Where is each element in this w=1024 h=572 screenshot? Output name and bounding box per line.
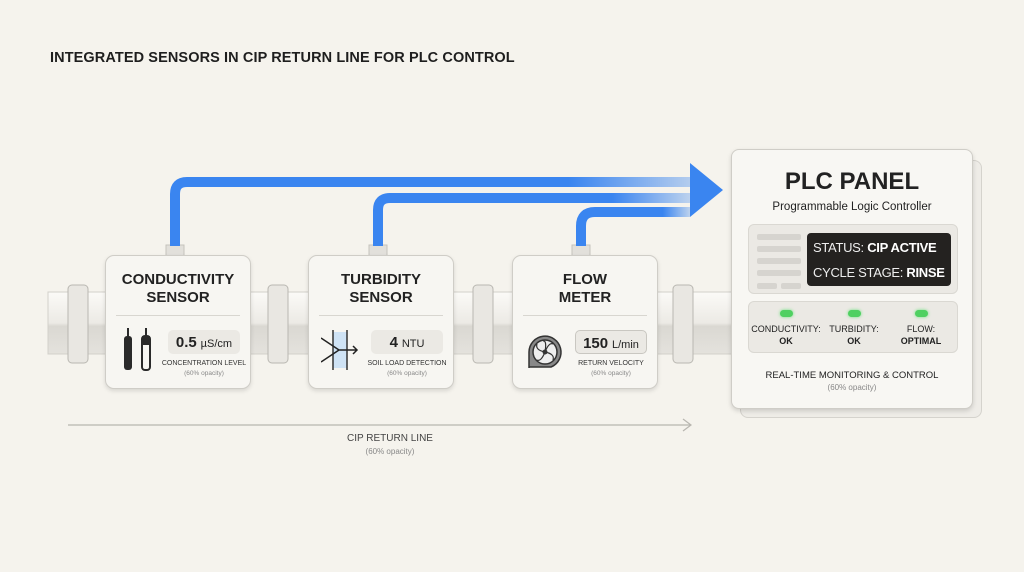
status-led-icon: [779, 310, 793, 317]
return-line-arrowhead: [682, 418, 692, 432]
status-led-icon: [847, 310, 861, 317]
opacity-note: (60% opacity): [365, 447, 415, 456]
sensor-caption: SOIL LOAD DETECTION: [367, 360, 447, 367]
turbidity-value: 4 NTU: [371, 330, 443, 354]
opacity-note: (60% opacity): [387, 370, 427, 377]
sensor-caption: CONCENTRATION LEVEL: [161, 360, 247, 367]
plc-screen: STATUS: CIP ACTIVE CYCLE STAGE: RINSE: [748, 224, 958, 294]
pipe-flanges: [67, 284, 694, 364]
page-title: INTEGRATED SENSORS IN CIP RETURN LINE FO…: [50, 50, 515, 66]
opacity-note: (60% opacity): [184, 370, 224, 377]
signal-flow-arrows: [170, 177, 700, 246]
arrowhead: [690, 163, 723, 217]
plc-footer: REAL-TIME MONITORING & CONTROL: [765, 370, 939, 381]
conductivity-probes-icon: [124, 328, 151, 371]
flow-value: 150 L/min: [575, 330, 647, 354]
plc-subtitle: Programmable Logic Controller: [772, 201, 932, 213]
sensor-caption: RETURN VELOCITY: [578, 360, 644, 367]
indicator-conductivity: CONDUCTIVITY:OK: [751, 310, 821, 347]
turbine-icon: [528, 335, 562, 368]
turbidity-cell-icon: [321, 330, 359, 370]
text-lines-icon: [757, 234, 801, 300]
opacity-note: (60% opacity): [827, 383, 877, 392]
opacity-note: (60% opacity): [591, 370, 631, 377]
indicator-turbidity: TURBIDITY:OK: [819, 310, 889, 347]
plc-title: PLC PANEL: [784, 168, 920, 195]
plc-panel[interactable]: PLC PANEL Programmable Logic Controller …: [731, 149, 973, 409]
conductivity-value: 0.5 µS/cm: [168, 330, 240, 354]
status-line: STATUS: CIP ACTIVE: [813, 240, 937, 255]
return-line-label: CIP RETURN LINE: [347, 433, 433, 444]
indicator-panel: CONDUCTIVITY:OK TURBIDITY:OK FLOW:OPTIMA…: [748, 301, 958, 353]
status-led-icon: [914, 310, 928, 317]
status-display: STATUS: CIP ACTIVE CYCLE STAGE: RINSE: [807, 233, 951, 286]
cycle-stage-line: CYCLE STAGE: RINSE: [813, 265, 945, 280]
indicator-flow: FLOW:OPTIMAL: [886, 310, 956, 347]
sensor-connectors: [165, 244, 591, 258]
